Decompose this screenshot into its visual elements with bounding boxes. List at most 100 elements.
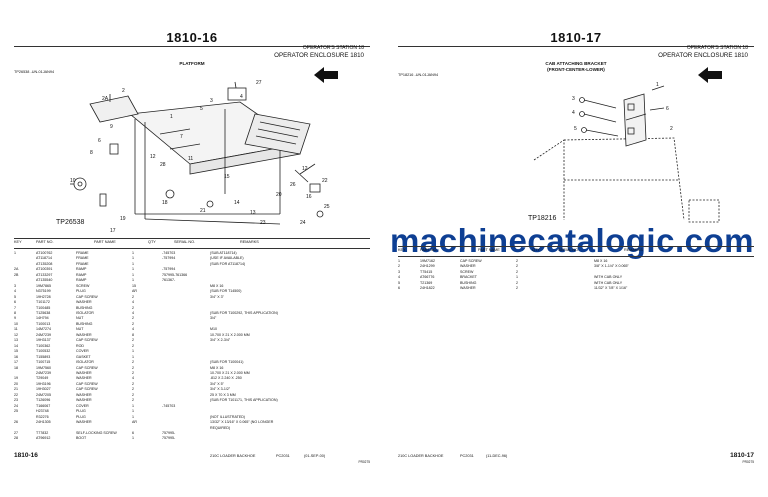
section-arrow-icon: [314, 67, 338, 83]
cell-key: 26: [14, 420, 18, 425]
cell-qty: 1: [132, 403, 134, 408]
callout-number: 7: [180, 134, 183, 140]
cell-key: 11: [14, 327, 18, 332]
cell-part-no: T155893: [36, 354, 51, 359]
cell-part-name: WASHER: [76, 300, 92, 305]
cell-part-no: 19M7560: [36, 365, 51, 370]
cell-part-name: WASHER: [460, 264, 476, 269]
callout-number: 24: [300, 220, 306, 226]
figure-name: PLATFORM: [179, 61, 205, 66]
section-name: OPERATOR'S STATION 18: [302, 45, 364, 51]
col-key: KEY: [14, 240, 22, 244]
cell-qty: 2: [132, 365, 134, 370]
cell-remarks: (SUB AT118714): [210, 251, 237, 255]
cell-remarks: WITH CAB ONLY: [594, 280, 623, 285]
cell-part-name: CAP SCREW: [76, 381, 98, 386]
cell-serial-no: -757994: [162, 256, 176, 261]
cell-remarks: (SUB FOR AT118714): [210, 261, 246, 266]
cell-remarks: (SUB FOR T14500): [210, 289, 242, 294]
cell-remarks: 3/4": [210, 316, 217, 321]
cell-part-name: WASHER: [76, 376, 92, 381]
cell-qty: 1: [132, 267, 134, 272]
cell-remarks: 13/32" X 13/16" X 0.065" (NO LONGER: [210, 420, 274, 425]
cell-remarks: (SUB FOR T100041): [210, 360, 244, 365]
cell-qty: 2: [516, 269, 518, 274]
cell-qty: 4: [132, 327, 134, 332]
cell-part-name: BUSHING: [76, 305, 93, 310]
cell-key: 2A: [14, 267, 19, 272]
cell-part-name: WASHER: [76, 370, 92, 375]
cell-key: 4: [398, 275, 400, 280]
cell-part-no: T75415: [420, 269, 433, 274]
cell-key: 18: [14, 365, 18, 370]
callout-number: 16: [306, 194, 312, 200]
footer-page-number: 1810-16: [14, 452, 38, 459]
cell-part-no: 24H1305: [36, 420, 51, 425]
subsection-name: OPERATOR ENCLOSURE 1810: [658, 52, 748, 59]
cell-qty: 2: [132, 398, 134, 403]
callout-number: 13: [250, 210, 256, 216]
cell-part-no: T21369: [420, 280, 433, 285]
cell-remarks: 3/4" X 3-1/2": [210, 387, 231, 392]
cell-part-name: SELF-LOCKING SCREW: [76, 430, 117, 435]
cell-key: 1: [14, 251, 16, 255]
cell-serial-no: [546, 286, 594, 291]
cell-part-no: 19M7162: [420, 259, 435, 263]
footer-date: (11-DEC-96): [486, 454, 508, 458]
footer-pc: PC2031: [276, 454, 290, 458]
col-part-no: PART NO.: [420, 248, 438, 252]
callout-number: 15: [224, 174, 230, 180]
cell-remarks: REQUIRED): [210, 425, 231, 430]
cell-part-name: BUSHING: [76, 321, 93, 326]
cell-part-name: WASHER: [76, 398, 92, 403]
cell-part-name: BRACKET: [460, 275, 477, 280]
col-remarks: REMARKS: [624, 248, 643, 252]
cell-remarks: WITH CAB ONLY: [594, 275, 623, 280]
callout-number: 28: [160, 162, 166, 168]
cell-key: 16: [14, 354, 18, 359]
callout-number: 18: [162, 200, 168, 206]
cell-key: 3: [14, 283, 16, 288]
cell-remarks: 10.700 X 21 X 2.000 MM: [210, 370, 250, 375]
figure-code: TP18216 -UN-01JAN94: [398, 73, 439, 77]
cell-key: 15: [14, 349, 18, 354]
footer-model: 210C LOADER BACKHOE: [398, 454, 444, 458]
cell-part-name: PLUG: [76, 409, 86, 414]
callout-number: 22: [322, 178, 328, 184]
watermark-text: machinecatalogic.com: [390, 222, 754, 259]
cell-part-no: 24M7205: [36, 392, 51, 397]
cell-part-no: H23748: [36, 409, 49, 414]
cell-qty: 1: [516, 275, 518, 280]
callout-number: 2A: [102, 96, 109, 102]
col-remarks: REMARKS: [240, 240, 259, 244]
figure-name: CAB ATTACHING BRACKET (FRONT-CENTER-LOWE…: [384, 61, 768, 73]
cell-key: 1: [398, 259, 400, 263]
cell-part-no: T100485: [36, 305, 51, 310]
figure-code: TP26538 -UN-01JAN94: [14, 70, 55, 74]
cell-qty: 1: [132, 256, 134, 261]
header-rule: [14, 46, 370, 47]
figure-name-line2: (FRONT-CENTER-LOWER): [547, 67, 605, 72]
cell-key: 22: [14, 392, 18, 397]
cell-key: 8: [14, 310, 16, 315]
cell-remarks: 25 X 70 X 3 MM: [210, 392, 236, 397]
cell-remarks: (SUB FOR T100292, THIS APPLICATION): [210, 310, 278, 315]
cell-part-name: ISOLATOR: [76, 310, 94, 315]
section-arrow-icon: [698, 67, 722, 83]
callout-number: 12: [150, 154, 156, 160]
